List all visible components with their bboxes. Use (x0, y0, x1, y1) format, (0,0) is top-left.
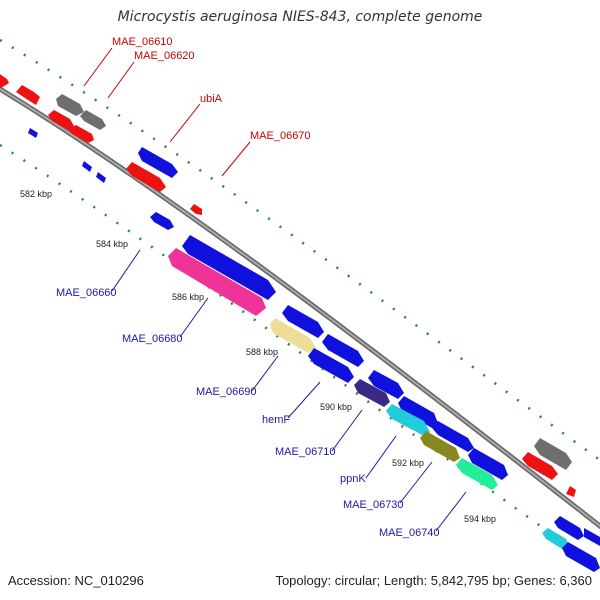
gene-red (566, 486, 576, 497)
label-mae-06660: MAE_06660 (56, 287, 117, 299)
gene-blue (138, 147, 178, 178)
gene-blue (82, 161, 92, 172)
gene-gray (56, 94, 84, 116)
gene-blue (562, 542, 600, 572)
gene-red (126, 162, 166, 192)
label-mae-06620: MAE_06620 (134, 50, 195, 62)
map-title: Microcystis aeruginosa NIES-843, complet… (117, 9, 483, 25)
gene-blue (554, 516, 584, 540)
label-mae-06680: MAE_06680 (122, 333, 183, 345)
label-mae-06670: MAE_06670 (250, 130, 311, 142)
gene-blue (150, 212, 174, 230)
label-mae-06690: MAE_06690 (196, 386, 257, 398)
leaders-bottom (111, 249, 467, 532)
gene-green (456, 458, 498, 490)
tick-590: 590 kbp (320, 402, 352, 412)
gene-blue (28, 128, 38, 138)
gene-red (0, 74, 9, 88)
gene-blue (282, 305, 324, 338)
gene-blue (468, 448, 508, 480)
label-hemf: hemF (262, 414, 290, 426)
gene-purple (354, 379, 390, 407)
tick-582: 582 kbp (20, 189, 52, 199)
tick-594: 594 kbp (464, 514, 496, 524)
tick-592: 592 kbp (392, 458, 424, 468)
gene-blue (584, 528, 600, 546)
label-mae-06610: MAE_06610 (112, 36, 173, 48)
gene-cyan (542, 528, 570, 550)
gene-blue (308, 348, 354, 383)
gene-cyan (386, 404, 430, 436)
backbone (0, 86, 600, 530)
leaders-top (83, 47, 251, 177)
gene-blue (96, 172, 106, 183)
gene-blue (182, 235, 276, 300)
gene-red (48, 110, 74, 130)
genome-summary: Topology: circular; Length: 5,842,795 bp… (275, 573, 592, 588)
gene-blue (368, 370, 404, 399)
gene-gray (534, 438, 572, 470)
gene-features (0, 74, 600, 572)
gene-yellow (270, 318, 316, 353)
gene-red (68, 125, 94, 143)
label-mae-06710: MAE_06710 (275, 446, 336, 458)
label-ppnk: ppnK (340, 473, 366, 485)
label-mae-06730: MAE_06730 (343, 499, 404, 511)
gene-red (522, 452, 558, 480)
accession-text: Accession: NC_010296 (8, 573, 144, 588)
tick-584: 584 kbp (96, 239, 128, 249)
tick-588: 588 kbp (246, 347, 278, 357)
gene-blue (398, 396, 438, 428)
gene-pink (168, 248, 266, 316)
gene-gray (80, 110, 106, 130)
gene-olive (420, 431, 460, 462)
tick-586: 586 kbp (172, 292, 204, 302)
gene-red (190, 204, 202, 215)
label-ubia: ubiA (200, 93, 223, 105)
label-mae-06740: MAE_06740 (379, 527, 440, 539)
gene-blue (322, 334, 364, 367)
gene-red (16, 85, 40, 105)
gene-blue (432, 421, 474, 452)
